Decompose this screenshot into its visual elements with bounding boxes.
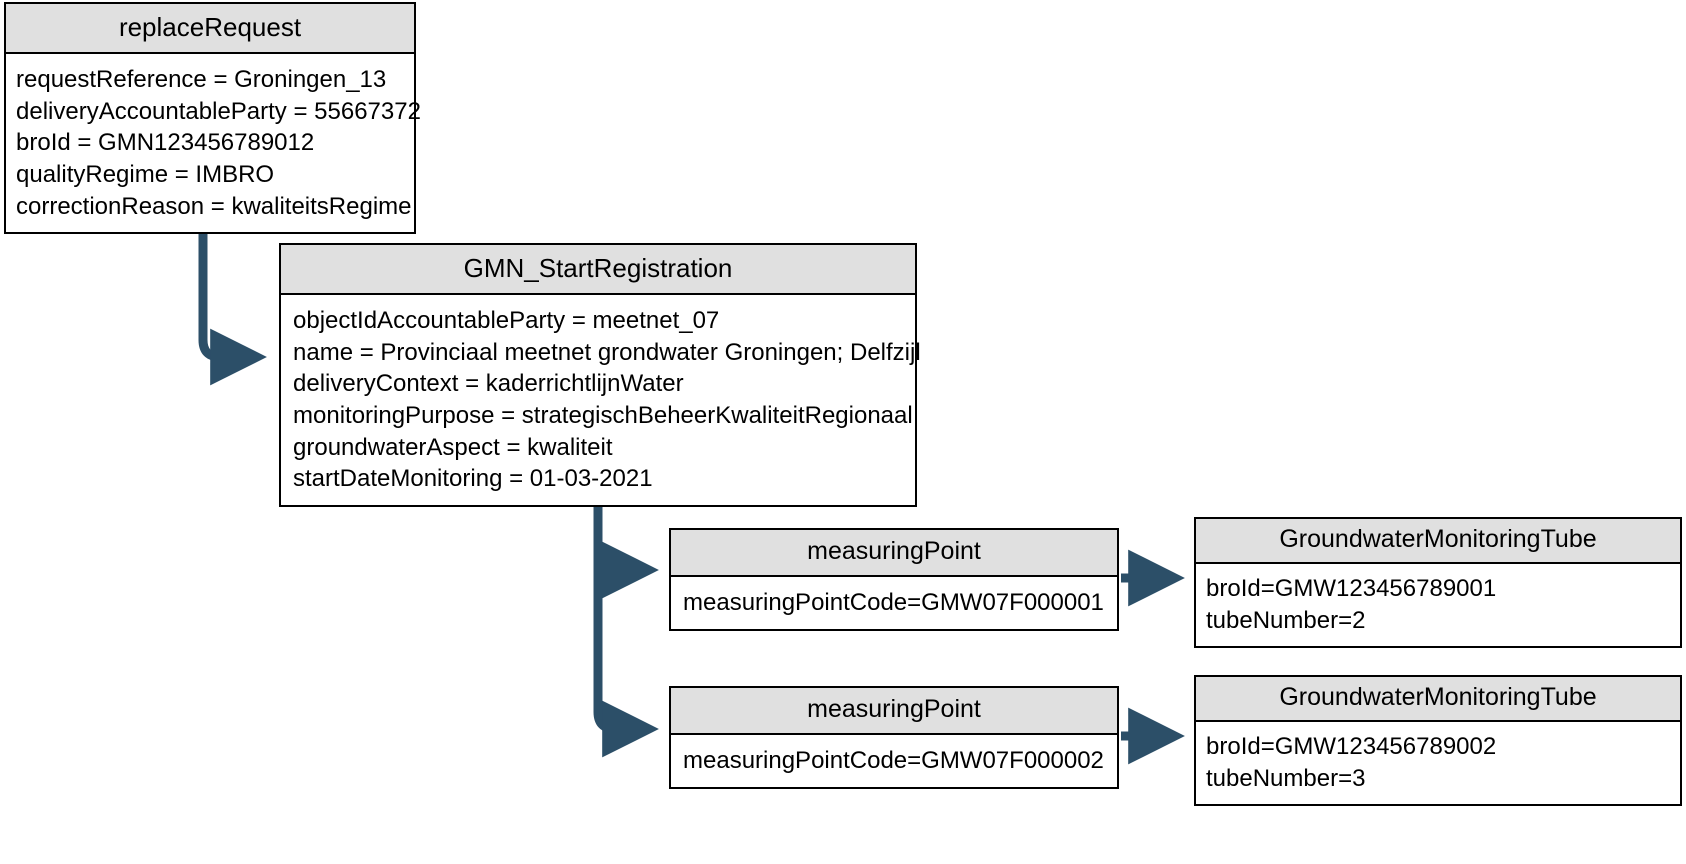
node-gmn-start-registration-title: GMN_StartRegistration — [281, 245, 915, 295]
node-replace-request-attributes: requestReference = Groningen_13 delivery… — [6, 54, 421, 232]
attribute-row: groundwaterAspect = kwaliteit — [293, 433, 613, 461]
attribute-row: requestReference = Groningen_13 — [16, 66, 387, 93]
attribute-row: deliveryAccountableParty = 55667372 — [16, 97, 421, 125]
attribute-row: tubeNumber=2 — [1206, 606, 1366, 634]
attribute-row: broId = GMN123456789012 — [16, 129, 315, 157]
attribute-row: broId=GMW123456789001 — [1206, 575, 1497, 602]
node-replace-request-title: replaceRequest — [6, 4, 414, 54]
node-groundwater-monitoring-tube-2[interactable]: GroundwaterMonitoringTube broId=GMW12345… — [1194, 675, 1682, 807]
node-measuring-point-2-title: measuringPoint — [671, 688, 1117, 735]
attribute-row: tubeNumber=3 — [1206, 764, 1366, 792]
attribute-row: correctionReason = kwaliteitsRegime — [16, 192, 412, 220]
node-measuring-point-1-title: measuringPoint — [671, 530, 1117, 577]
node-gmn-start-registration[interactable]: GMN_StartRegistration objectIdAccountabl… — [279, 243, 921, 508]
node-measuring-point-1[interactable]: measuringPoint measuringPointCode=GMW07F… — [669, 528, 1119, 631]
attribute-row: broId=GMW123456789002 — [1206, 733, 1497, 760]
node-replace-request[interactable]: replaceRequest requestReference = Gronin… — [4, 2, 421, 235]
attribute-row: deliveryContext = kaderrichtlijnWater — [293, 370, 684, 398]
attribute-row: monitoringPurpose = strategischBeheerKwa… — [293, 402, 913, 430]
attribute-row: startDateMonitoring = 01-03-2021 — [293, 465, 653, 493]
node-groundwater-monitoring-tube-1[interactable]: GroundwaterMonitoringTube broId=GMW12345… — [1194, 517, 1682, 649]
attribute-row: objectIdAccountableParty = meetnet_07 — [293, 307, 720, 334]
node-measuring-point-2[interactable]: measuringPoint measuringPointCode=GMW07F… — [669, 686, 1119, 789]
node-measuring-point-1-attributes: measuringPointCode=GMW07F000001 — [671, 577, 1117, 629]
attribute-row: qualityRegime = IMBRO — [16, 161, 275, 189]
connector-replace-to-startregistration — [198, 200, 267, 386]
node-groundwater-monitoring-tube-2-title: GroundwaterMonitoringTube — [1196, 677, 1680, 722]
node-groundwater-monitoring-tube-1-title: GroundwaterMonitoringTube — [1196, 519, 1680, 564]
connector-startregistration-to-measuringpoint-2 — [593, 472, 659, 758]
node-gmn-start-registration-attributes: objectIdAccountableParty = meetnet_07 na… — [281, 295, 921, 505]
attribute-row: measuringPointCode=GMW07F000002 — [683, 747, 1104, 774]
attribute-row: name = Provinciaal meetnet grondwater Gr… — [293, 338, 921, 366]
node-groundwater-monitoring-tube-2-attributes: broId=GMW123456789002 tubeNumber=3 — [1196, 722, 1680, 804]
node-measuring-point-2-attributes: measuringPointCode=GMW07F000002 — [671, 735, 1117, 787]
attribute-row: measuringPointCode=GMW07F000001 — [683, 589, 1104, 616]
node-groundwater-monitoring-tube-1-attributes: broId=GMW123456789001 tubeNumber=2 — [1196, 564, 1680, 646]
